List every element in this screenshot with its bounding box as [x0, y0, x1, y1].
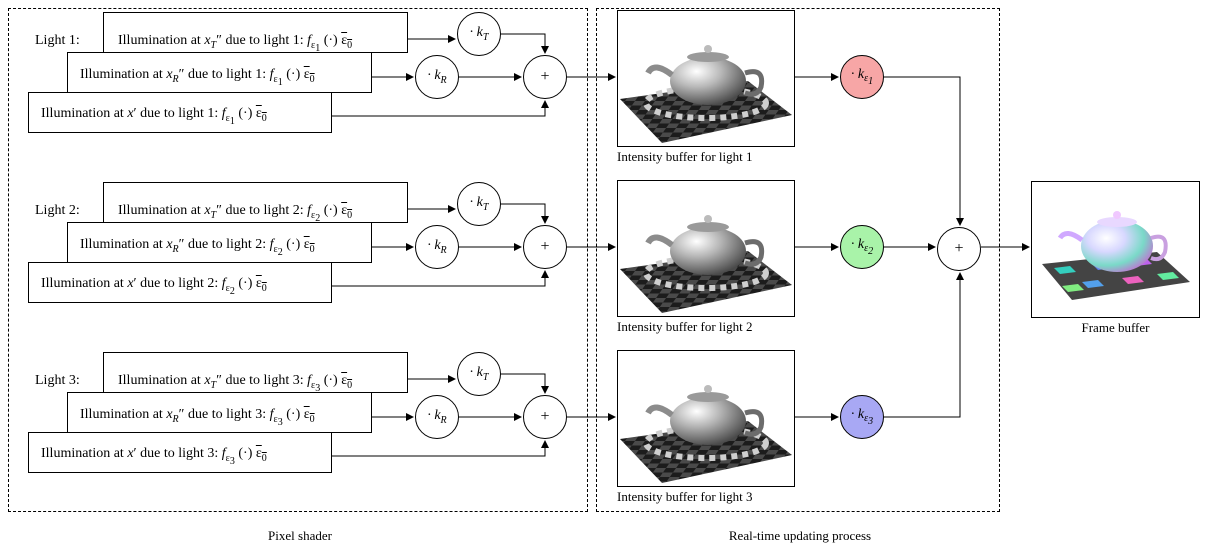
pixel-shader-frame [8, 8, 588, 512]
intensity-buffer-render [620, 215, 792, 313]
kT-math: · kT [469, 25, 489, 43]
kR-node: · k_R · kR [415, 55, 459, 99]
buffer-caption: Intensity buffer for light 1 [617, 149, 753, 164]
kT-node: · k_T · kT [457, 182, 501, 226]
connector [501, 33, 549, 54]
buffer-caption: Intensity buffer for light 3 [617, 489, 753, 504]
light-label: Light 2: [35, 203, 80, 218]
frame-buffer-render [1042, 211, 1190, 300]
connector [332, 100, 549, 117]
illum-label-R: Illumination at x″_R due to light 1: f_ε… [80, 67, 315, 88]
kT-node: · k_T · kT [457, 12, 501, 56]
kR-node: · k_R · kR [415, 225, 459, 269]
kR-node: · k_R · kR [415, 395, 459, 439]
plus-sign: + [540, 68, 550, 85]
k-eps-node: · k_ε1 · kε1 [840, 55, 884, 99]
light-label: Light 1: [35, 33, 80, 48]
frame-buffer-caption: Frame buffer [1081, 320, 1150, 335]
illum-box-T [103, 12, 408, 53]
kR-math: · kR [427, 238, 447, 256]
final-sum-node: + [937, 227, 981, 271]
k-eps-node: · k_ε2 · kε2 [840, 225, 884, 269]
connector [332, 440, 549, 457]
sum-node: + [523, 55, 567, 99]
pixel-shader-caption: Pixel shader [268, 528, 332, 543]
illum-label-T: Illumination at x″_T due to light 3: f_ε… [118, 373, 353, 394]
intensity-buffer-render [620, 45, 792, 143]
connector [884, 272, 964, 418]
illum-box-X [28, 262, 332, 303]
buffer-caption: Intensity buffer for light 2 [617, 319, 753, 334]
kR-math: · kR [427, 408, 447, 426]
realtime-frame [596, 8, 1000, 512]
illum-box-X [28, 92, 332, 133]
connector [501, 203, 549, 224]
connector [332, 270, 549, 287]
k-eps-math: · kε2 [850, 236, 874, 258]
illum-label-X: Illumination at x′ due to light 2: f_ε2 … [41, 276, 267, 297]
illum-box-T [103, 182, 408, 223]
kR-math: · kR [427, 68, 447, 86]
kT-node: · k_T · kT [457, 352, 501, 396]
intensity-buffer-image [617, 180, 795, 317]
sum-node: + [523, 395, 567, 439]
intensity-buffer-image [617, 10, 795, 147]
k-eps-math: · kε1 [850, 66, 874, 88]
illum-label-X: Illumination at x′ due to light 1: f_ε1 … [41, 106, 267, 127]
sum-node: + [523, 225, 567, 269]
light-label: Light 3: [35, 373, 80, 388]
illum-label-X: Illumination at x′ due to light 3: f_ε3 … [41, 446, 267, 467]
final-plus-sign: + [954, 240, 964, 257]
connector [501, 373, 549, 394]
illum-label-T: Illumination at x″_T due to light 1: f_ε… [118, 33, 353, 54]
illum-box-T [103, 352, 408, 393]
illum-label-R: Illumination at x″_R due to light 2: f_ε… [80, 237, 315, 258]
illum-label-R: Illumination at x″_R due to light 3: f_ε… [80, 407, 315, 428]
realtime-caption: Real-time updating process [728, 528, 872, 543]
illum-box-X [28, 432, 332, 473]
k-eps-math: · kε3 [850, 406, 874, 428]
connector [884, 76, 964, 226]
intensity-buffer-image [617, 350, 795, 487]
intensity-buffer-render [620, 385, 792, 483]
kT-math: · kT [469, 365, 489, 383]
plus-sign: + [540, 238, 550, 255]
k-eps-node: · k_ε3 · kε3 [840, 395, 884, 439]
frame-buffer-image [1031, 181, 1200, 318]
kT-math: · kT [469, 195, 489, 213]
illum-label-T: Illumination at x″_T due to light 2: f_ε… [118, 203, 353, 224]
plus-sign: + [540, 408, 550, 425]
